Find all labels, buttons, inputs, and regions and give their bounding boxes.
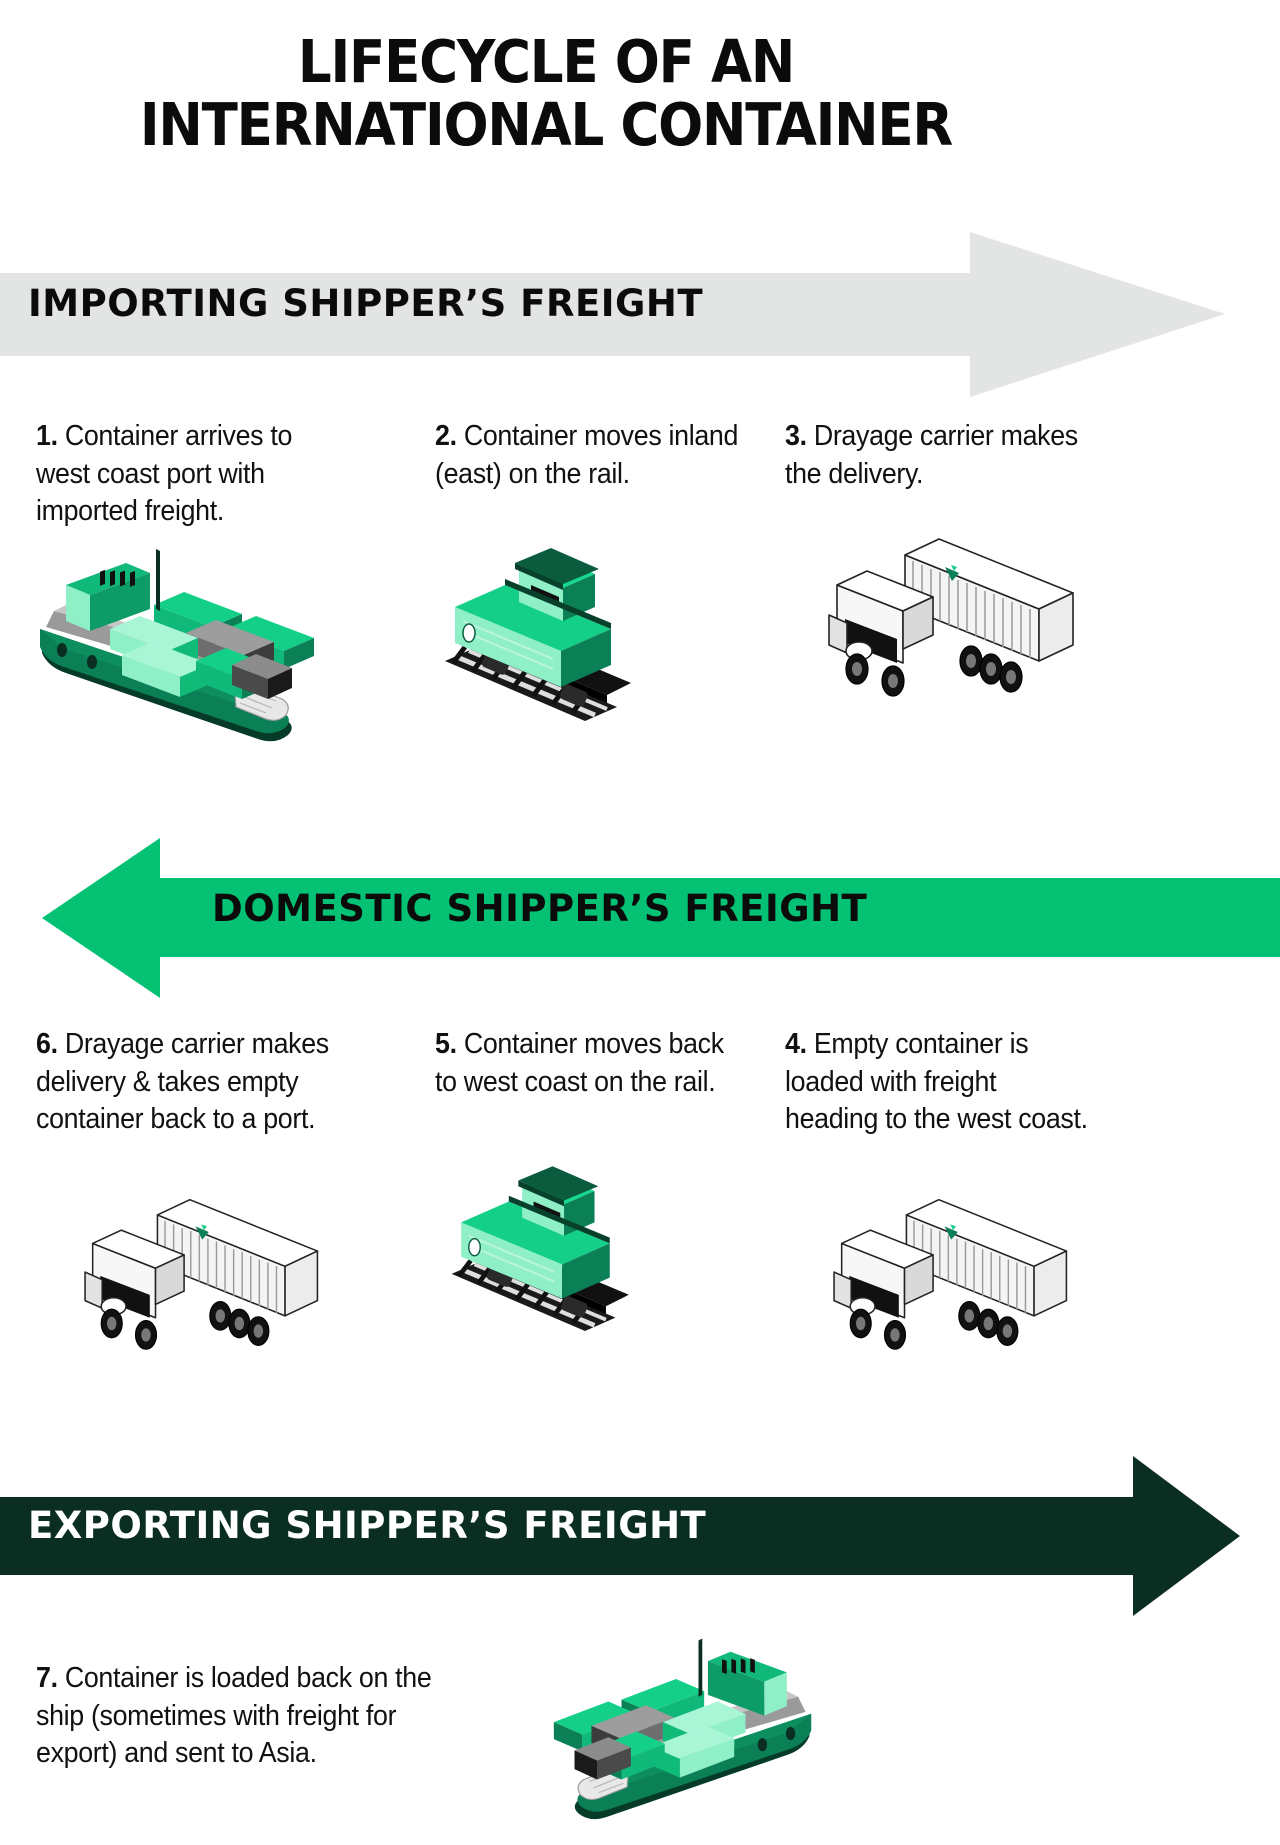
step-3-number: 3. [785, 420, 807, 452]
step-2-body: Container moves inland (east) on the rai… [435, 420, 739, 490]
step-7-text: 7. Container is loaded back on the ship … [36, 1660, 478, 1773]
step-2: 2. Container moves inland (east) on the … [435, 418, 765, 722]
step-7-body: Container is loaded back on the ship (so… [36, 1662, 432, 1770]
step-2-illustration [435, 511, 765, 722]
step-7-illustration [505, 1625, 815, 1840]
page-title-line-2: INTERNATIONAL CONTAINER [139, 90, 953, 160]
step-3: 3. Drayage carrier makes the delivery. [785, 418, 1115, 721]
container-ship-icon [40, 548, 314, 742]
page-title: LIFECYCLE OF AN INTERNATIONAL CONTAINER [0, 30, 1092, 156]
drayage-truck-icon [833, 1198, 1068, 1350]
rail-locomotive-icon [445, 548, 631, 722]
step-1-text: 1. Container arrives to west coast port … [36, 418, 346, 531]
step-4: 4. Empty container is loaded with freigh… [785, 1026, 1115, 1383]
container-ship-icon [553, 1638, 812, 1820]
step-6-text: 6. Drayage carrier makes delivery & take… [36, 1026, 346, 1139]
rail-locomotive-icon [451, 1166, 629, 1332]
step-6-number: 6. [36, 1028, 58, 1060]
drayage-truck-icon [828, 538, 1074, 697]
step-6-illustration [36, 1173, 366, 1383]
step-1-body: Container arrives to west coast port wit… [36, 420, 293, 528]
step-5-body: Container moves back to west coast on th… [435, 1028, 724, 1098]
step-4-illustration [785, 1173, 1115, 1383]
step-5-illustration [435, 1131, 765, 1341]
step-3-text: 3. Drayage carrier makes the delivery. [785, 418, 1095, 493]
step-7-number: 7. [36, 1662, 58, 1694]
step-5: 5. Container moves back to west coast on… [435, 1026, 765, 1341]
banner-importing-shippers-freight: IMPORTING SHIPPER’S FREIGHT [0, 232, 1225, 397]
step-2-text: 2. Container moves inland (east) on the … [435, 418, 745, 493]
banner-importing-label: IMPORTING SHIPPER’S FREIGHT [28, 282, 704, 325]
page-title-line-1: LIFECYCLE OF AN [297, 27, 795, 96]
step-6-body: Drayage carrier makes delivery & takes e… [36, 1028, 329, 1136]
banner-exporting-shippers-freight: EXPORTING SHIPPER’S FREIGHT [0, 1456, 1240, 1616]
step-1-illustration [36, 548, 366, 759]
step-7: 7. Container is loaded back on the ship … [36, 1660, 506, 1773]
step-1: 1. Container arrives to west coast port … [36, 418, 366, 759]
banner-domestic-shippers-freight: DOMESTIC SHIPPER’S FREIGHT [42, 838, 1280, 998]
banner-exporting-label: EXPORTING SHIPPER’S FREIGHT [28, 1504, 707, 1547]
step-4-number: 4. [785, 1028, 807, 1060]
step-4-body: Empty container is loaded with freight h… [785, 1028, 1088, 1136]
step-2-number: 2. [435, 420, 457, 452]
step-3-illustration [785, 511, 1115, 721]
banner-domestic-label: DOMESTIC SHIPPER’S FREIGHT [212, 887, 868, 930]
drayage-truck-icon [84, 1198, 319, 1350]
step-6: 6. Drayage carrier makes delivery & take… [36, 1026, 366, 1383]
step-5-text: 5. Container moves back to west coast on… [435, 1026, 745, 1101]
step-1-number: 1. [36, 420, 58, 452]
step-5-number: 5. [435, 1028, 457, 1060]
step-3-body: Drayage carrier makes the delivery. [785, 420, 1078, 490]
step-4-text: 4. Empty container is loaded with freigh… [785, 1026, 1095, 1139]
